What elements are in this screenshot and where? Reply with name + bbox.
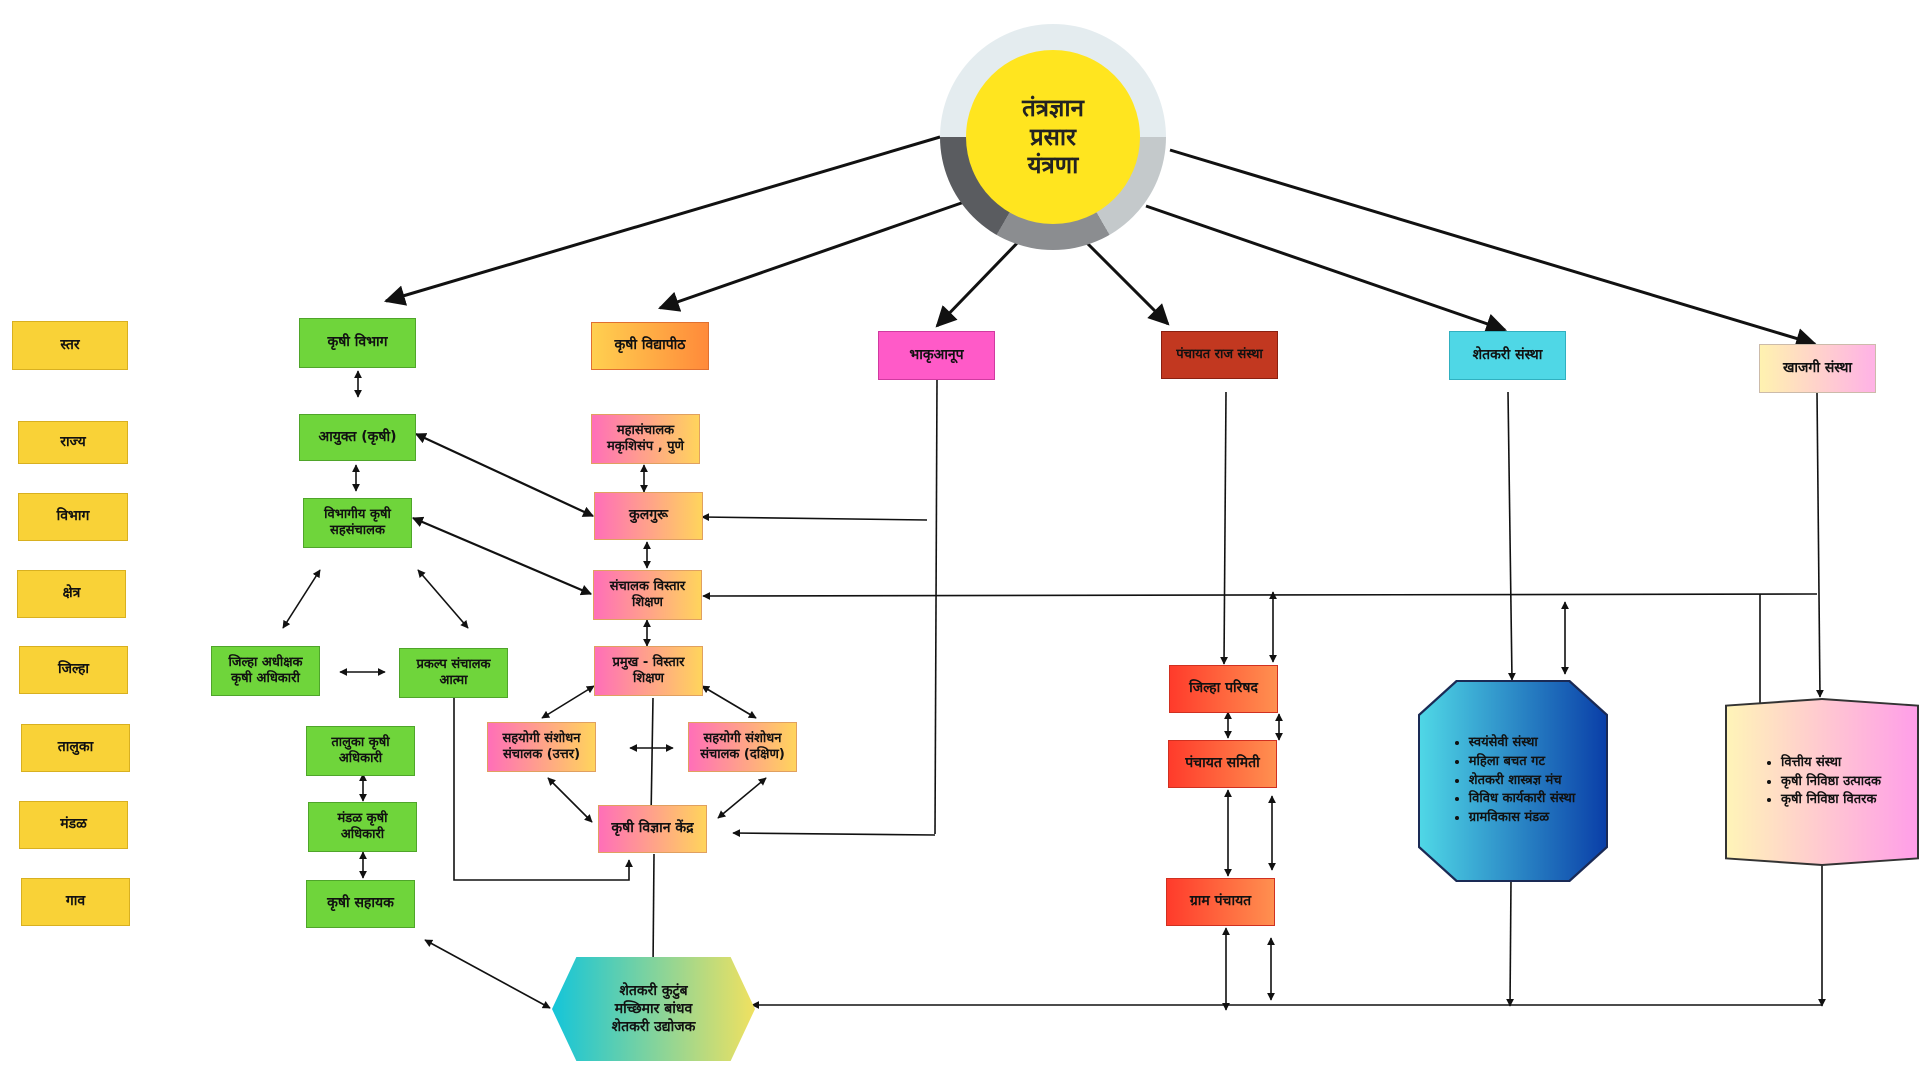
private-org-item: वित्तीय संस्था [1781,754,1881,773]
private-org-list: वित्तीय संस्था कृषी निविष्ठा उत्पादक कृष… [1727,700,1917,864]
level-label: राज्य [18,421,128,464]
farmer-org-list: स्वयंसेवी संस्था महिला बचत गट शेतकरी शास… [1420,682,1606,880]
hub-title-text: तंत्रज्ञान प्रसार यंत्रणा [1022,93,1084,180]
agri-assistant-box: कृषी सहायक [306,880,415,928]
level-label: मंडळ [19,801,128,849]
agri-dept-head: कृषी विभाग [299,318,416,368]
dist-superintendent-box: जिल्हा अधीक्षक कृषी अधिकारी [211,646,320,696]
vice-chancellor-box: कुलगुरू [594,492,703,540]
level-label: स्तर [12,321,128,370]
panchayat-head: पंचायत राज संस्था [1161,331,1278,379]
level-label: जिल्हा [19,646,128,694]
zilla-parishad-box: जिल्हा परिषद [1169,665,1278,713]
project-director-box: प्रकल्प संचालक आत्मा [399,648,508,698]
gram-panchayat-box: ग्राम पंचायत [1166,878,1275,926]
mandal-officer-box: मंडळ कृषी अधिकारी [308,802,417,852]
assoc-director-south-box: सहयोगी संशोधन संचालक (दक्षिण) [688,722,797,772]
director-extension-box: संचालक विस्तार शिक्षण [593,570,702,620]
farmer-family-text: शेतकरी कुटुंब मच्छिमार बांधव शेतकरी उद्य… [611,982,696,1036]
farmer-org-item: महिला बचत गट [1469,753,1575,772]
level-label: विभाग [18,493,128,541]
kvk-box: कृषी विज्ञान केंद्र [598,805,707,853]
private-org-head: खाजगी संस्था [1759,344,1876,393]
private-org-item: कृषी निविष्ठा वितरक [1781,791,1881,810]
head-extension-box: प्रमुख - विस्तार शिक्षण [594,646,703,696]
commissioner-box: आयुक्त (कृषी) [299,414,416,461]
farmer-org-item: शेतकरी शास्त्रज्ञ मंच [1469,772,1575,791]
farmer-org-item: ग्रामविकास मंडळ [1469,809,1575,828]
director-general-box: महासंचालक मकृशिसंप , पुणे [591,414,700,464]
agri-univ-head: कृषी विद्यापीठ [591,322,709,370]
level-label: तालुका [21,724,130,772]
hub-title: तंत्रज्ञान प्रसार यंत्रणा [966,50,1140,224]
farmer-family-box: शेतकरी कुटुंब मच्छिमार बांधव शेतकरी उद्य… [552,957,755,1061]
level-label: क्षेत्र [17,570,126,618]
level-label: गाव [21,878,130,926]
div-joint-director-box: विभागीय कृषी सहसंचालक [303,498,412,548]
panchayat-samiti-box: पंचायत समिती [1168,740,1277,788]
farmer-org-item: विविध कार्यकारी संस्था [1469,790,1575,809]
farmer-org-head: शेतकरी संस्था [1449,331,1566,380]
taluka-officer-box: तालुका कृषी अधिकारी [306,726,415,776]
private-org-item: कृषी निविष्ठा उत्पादक [1781,773,1881,792]
assoc-director-north-box: सहयोगी संशोधन संचालक (उत्तर) [487,722,596,772]
icar-head: भाकृआनूप [878,331,995,380]
farmer-org-item: स्वयंसेवी संस्था [1469,734,1575,753]
